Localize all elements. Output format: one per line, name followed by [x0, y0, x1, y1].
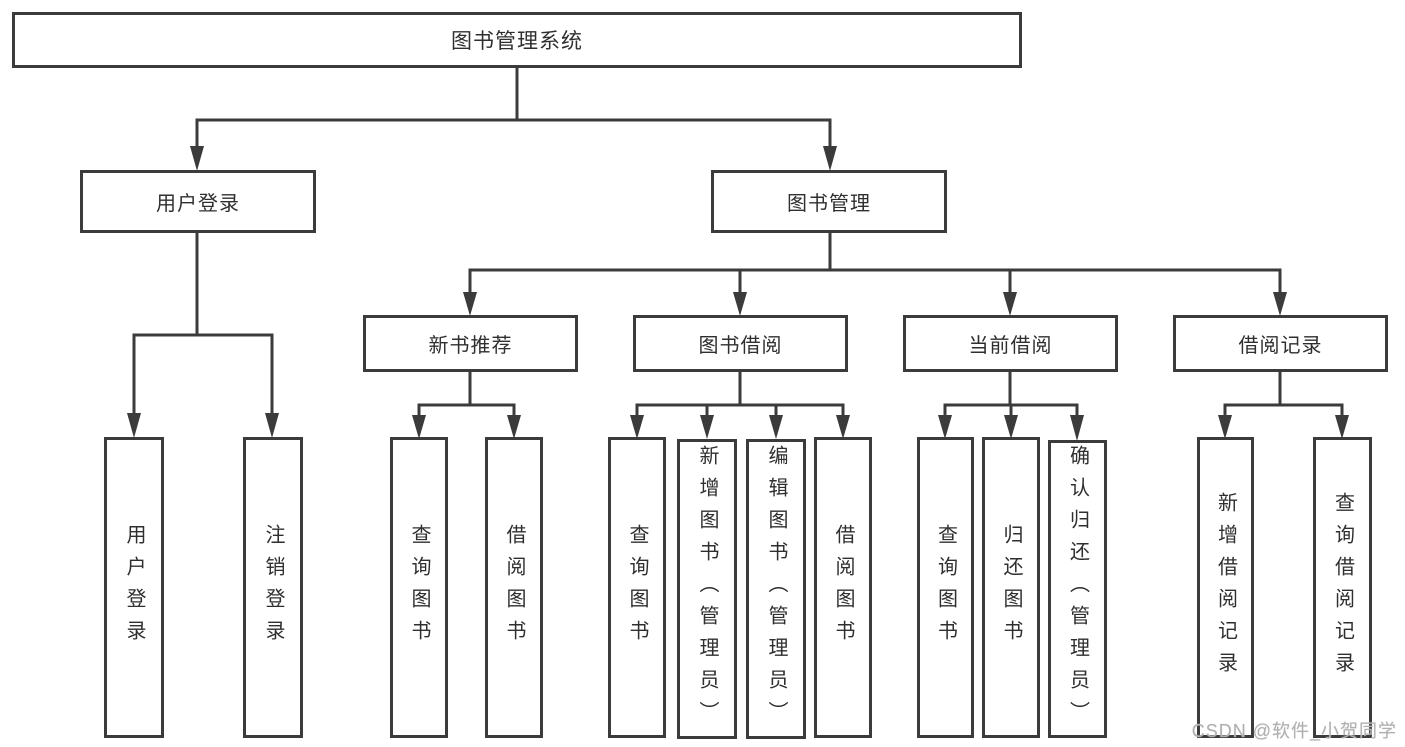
node-label: 当前借阅	[968, 335, 1053, 357]
node-borrowing-records: 借阅记录	[1173, 315, 1388, 372]
node-current-borrowing: 当前借阅	[903, 315, 1118, 372]
node-label: 新增借阅记录	[1214, 491, 1237, 684]
node-label: 用户登录	[123, 523, 145, 652]
node-label: 注销登录	[262, 523, 284, 652]
node-label: 图书管理系统	[451, 30, 583, 53]
node-label: 图书借阅	[698, 335, 783, 357]
node-library-management-system: 图书管理系统	[12, 12, 1022, 68]
node-label: 查询图书	[408, 523, 430, 652]
node-label: 查询图书	[626, 523, 648, 652]
leaf-user-login: 用户登录	[104, 437, 164, 738]
leaf-add-borrow-record: 新增借阅记录	[1197, 437, 1254, 738]
node-label: 查询图书	[934, 523, 957, 652]
node-book-borrowing: 图书借阅	[633, 315, 848, 372]
leaf-query-borrow-record: 查询借阅记录	[1313, 437, 1372, 738]
leaf-return-books: 归还图书	[982, 437, 1040, 738]
node-label: 查询借阅记录	[1331, 491, 1354, 684]
node-book-management: 图书管理	[711, 170, 947, 233]
node-label: 用户登录	[156, 193, 240, 215]
node-user-login: 用户登录	[80, 170, 316, 233]
leaf-query-books-recommend: 查询图书	[390, 437, 448, 738]
node-label: 确认归还（管理员）	[1066, 445, 1089, 733]
leaf-logout: 注销登录	[243, 437, 303, 738]
node-label: 借阅图书	[503, 523, 525, 652]
node-label: 新增图书（管理员）	[696, 445, 718, 733]
node-label: 归还图书	[1000, 523, 1022, 652]
leaf-add-books-admin: 新增图书（管理员）	[677, 439, 737, 739]
leaf-edit-books-admin: 编辑图书（管理员）	[746, 439, 806, 739]
node-label: 图书管理	[787, 193, 871, 215]
csdn-watermark: CSDN @软件_小贺同学	[1191, 721, 1397, 741]
node-label: 借阅记录	[1238, 335, 1323, 357]
node-label: 借阅图书	[832, 523, 854, 652]
leaf-borrow-books-recommend: 借阅图书	[485, 437, 543, 738]
node-new-book-recommendation: 新书推荐	[363, 315, 578, 372]
leaf-confirm-return-admin: 确认归还（管理员）	[1048, 440, 1107, 738]
leaf-borrow-books: 借阅图书	[814, 437, 872, 738]
leaf-query-books-borrow: 查询图书	[608, 437, 666, 738]
node-label: 新书推荐	[428, 335, 513, 357]
node-label: 编辑图书（管理员）	[765, 445, 787, 733]
leaf-query-books-current: 查询图书	[917, 437, 974, 738]
